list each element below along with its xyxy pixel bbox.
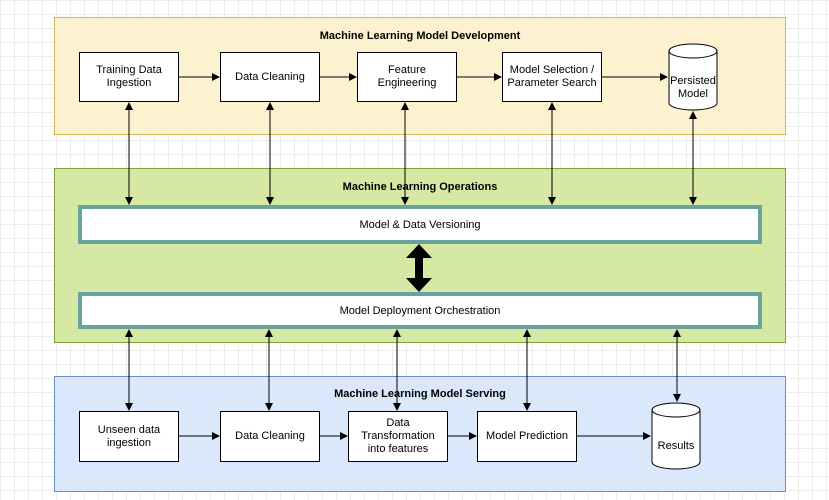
model-data-versioning-bar[interactable]: Model & Data Versioning <box>78 205 762 244</box>
model-selection-box[interactable]: Model Selection / Parameter Search <box>502 52 602 102</box>
database-icon <box>651 402 701 470</box>
persisted-model-label: Persisted Model <box>670 75 716 100</box>
model-deployment-orchestration-bar[interactable]: Model Deployment Orchestration <box>78 292 762 329</box>
results-label: Results <box>657 440 695 452</box>
operations-panel-title: Machine Learning Operations <box>342 181 498 193</box>
database-icon <box>668 43 718 111</box>
training-data-ingestion-box[interactable]: Training Data Ingestion <box>79 52 179 102</box>
development-panel-title: Machine Learning Model Development <box>319 30 521 42</box>
thick-double-arrow-icon <box>406 244 432 292</box>
model-prediction-box[interactable]: Model Prediction <box>477 411 577 462</box>
serving-panel-title: Machine Learning Model Serving <box>334 388 506 400</box>
unseen-data-ingestion-box[interactable]: Unseen data ingestion <box>79 411 179 462</box>
persisted-model-cylinder[interactable]: Persisted Model <box>668 43 718 111</box>
data-transformation-box[interactable]: Data Transformation into features <box>348 411 448 462</box>
results-cylinder[interactable]: Results <box>651 402 701 470</box>
dev-data-cleaning-box[interactable]: Data Cleaning <box>220 52 320 102</box>
serve-data-cleaning-box[interactable]: Data Cleaning <box>220 411 320 462</box>
feature-engineering-box[interactable]: Feature Engineering <box>357 52 457 102</box>
